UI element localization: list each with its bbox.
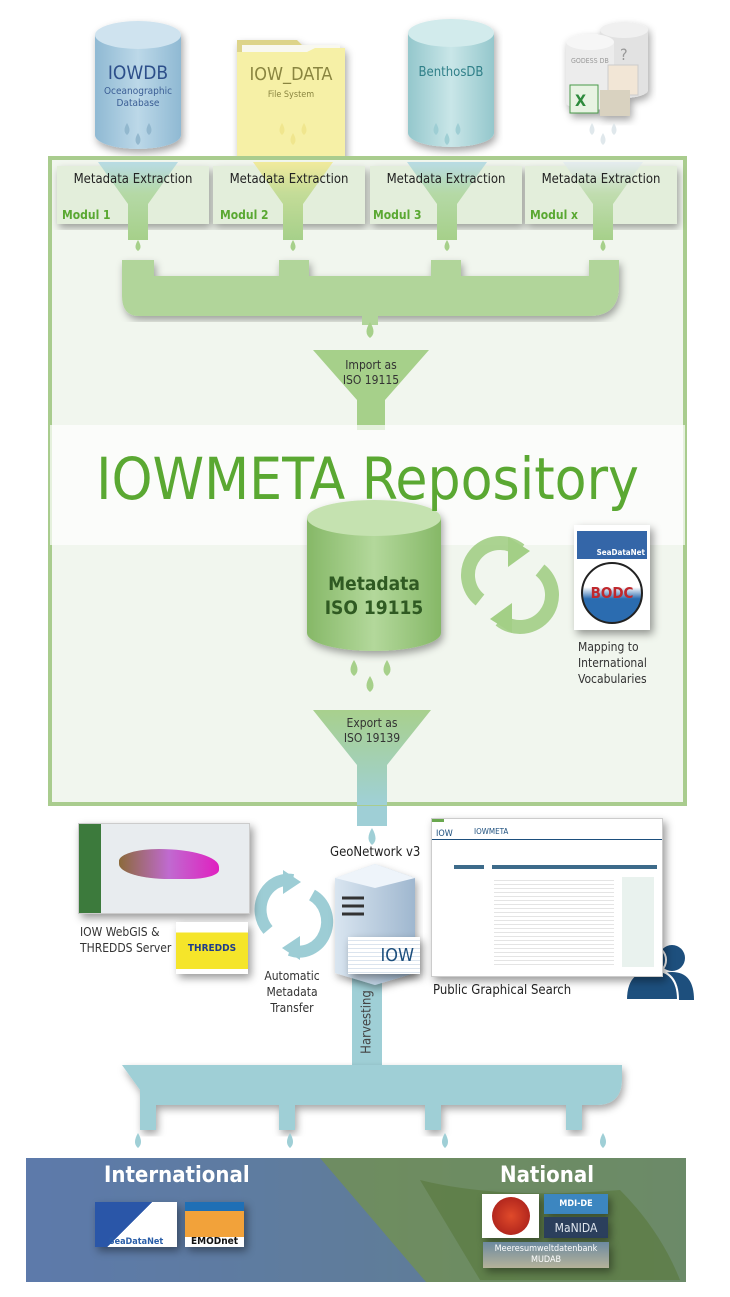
vocab-line2: International	[578, 656, 647, 670]
international-title: International	[104, 1163, 250, 1188]
benthosdb-cylinder-icon	[408, 19, 494, 147]
module-label: Modul x	[530, 208, 578, 222]
source-name: IOW_DATA	[249, 64, 333, 85]
emodnet-logo: EMODnet	[185, 1202, 244, 1247]
vocabulary-logos: SeaDataNet BODC	[574, 525, 650, 630]
source-name: IOWDB	[107, 62, 169, 84]
export-label: Export as ISO 19139	[313, 716, 431, 746]
other-sources-icon: ? X	[566, 22, 648, 116]
export-line1: Export as	[346, 716, 398, 730]
geonetwork-label: GeoNetwork v3	[330, 845, 421, 860]
search-caption: Public Graphical Search	[433, 983, 572, 998]
transfer-line1: Automatic	[264, 969, 320, 983]
repository-title: IOWMETA Repository	[96, 445, 639, 513]
import-line2: ISO 19115	[342, 373, 400, 387]
seadatanet-logo: SeaDataNet	[577, 531, 647, 559]
national-title: National	[500, 1163, 594, 1188]
metadata-cylinder-icon	[307, 500, 441, 651]
sync-cycle-green-icon	[461, 536, 559, 634]
mudab-line2: MUDAB	[530, 1255, 562, 1265]
metadata-line1: Metadata	[328, 573, 420, 595]
svg-text:X: X	[575, 91, 586, 110]
harvesting-label: Harvesting	[359, 990, 375, 1054]
module-title: Metadata Extraction	[541, 172, 661, 187]
source-name: BenthosDB	[418, 65, 484, 80]
export-funnel	[313, 710, 431, 805]
iow-logo: IOW	[348, 937, 420, 974]
collector-manifold	[122, 260, 619, 316]
webgis-screenshot	[78, 823, 250, 914]
webgis-line1: IOW WebGIS &	[80, 925, 160, 939]
source-subtitle: Oceanographic Database	[103, 86, 173, 109]
transfer-line3: Transfer	[270, 1001, 314, 1015]
export-line2: ISO 19139	[343, 731, 401, 745]
distribution-manifold	[122, 1065, 622, 1130]
extraction-funnels	[98, 162, 643, 251]
module-title: Metadata Extraction	[73, 172, 193, 187]
metadata-line2: ISO 19115	[324, 597, 424, 619]
import-funnel	[313, 350, 429, 430]
webgis-caption: IOW WebGIS & THREDDS Server	[80, 924, 171, 956]
vocab-line1: Mapping to	[578, 640, 639, 654]
vocab-caption: Mapping to International Vocabularies	[578, 639, 647, 687]
source-subtitle: File System	[267, 90, 315, 100]
mudab-line1: Meeresumweltdatenbank	[494, 1244, 598, 1254]
import-line1: Import as	[345, 358, 397, 372]
module-label: Modul 1	[62, 208, 111, 222]
iowdb-cylinder-icon	[95, 21, 181, 149]
module-label: Modul 2	[220, 208, 269, 222]
module-title: Metadata Extraction	[386, 172, 506, 187]
mudab-logo: Meeresumweltdatenbank MUDAB	[483, 1242, 609, 1268]
webgis-line2: THREDDS Server	[80, 941, 172, 955]
public-search-screenshot: IOW IOWMETA	[431, 818, 663, 977]
seadatanet-logo: SeaDataNet	[95, 1202, 177, 1247]
metadata-db-label: Metadata ISO 19115	[307, 572, 441, 620]
search-logo: IOW	[436, 829, 453, 839]
module-title: Metadata Extraction	[229, 172, 349, 187]
panda-logo	[482, 1194, 539, 1238]
folder-icon	[237, 40, 345, 160]
transfer-line2: Metadata	[266, 985, 318, 999]
source-drops	[124, 123, 617, 145]
transfer-caption: Automatic Metadata Transfer	[258, 968, 326, 1016]
manida-logo: MaNIDA	[544, 1217, 608, 1238]
svg-text:?: ?	[620, 45, 628, 64]
mdi-de-logo: MDI-DE	[544, 1194, 608, 1214]
search-app-title: IOWMETA	[474, 827, 509, 836]
vocab-line3: Vocabularies	[578, 672, 647, 686]
source-name: GODESS DB	[571, 57, 609, 65]
thredds-logo: THREDDS	[176, 922, 248, 974]
bodc-logo: BODC	[581, 562, 643, 624]
module-label: Modul 3	[373, 208, 422, 222]
import-label: Import as ISO 19115	[313, 358, 429, 388]
